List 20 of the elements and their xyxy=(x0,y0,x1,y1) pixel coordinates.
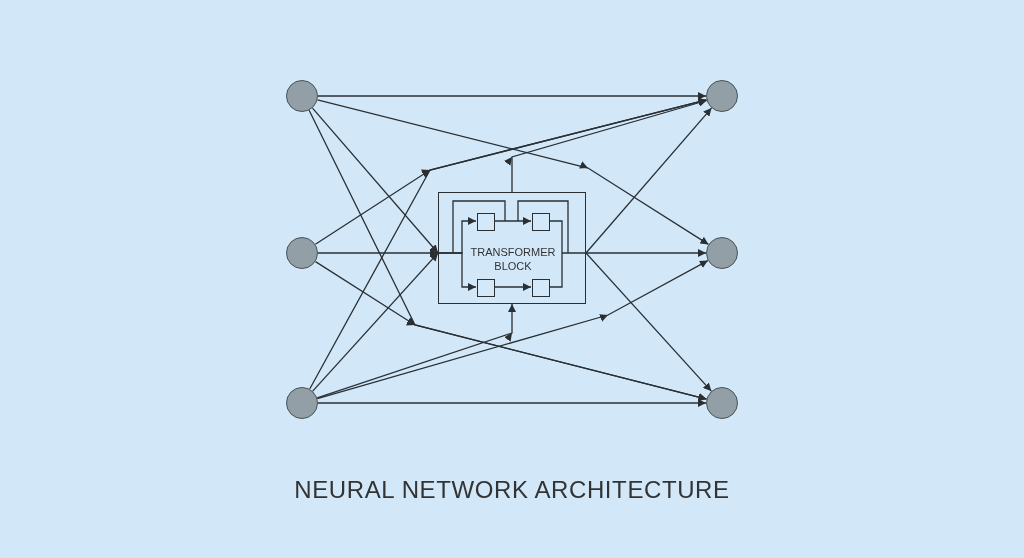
arrow xyxy=(493,217,532,225)
arrow xyxy=(437,252,477,291)
block-label: TRANSFORMER BLOCK xyxy=(469,245,557,273)
layer-box xyxy=(477,279,495,297)
layer-box xyxy=(532,213,550,231)
arrow xyxy=(585,252,712,392)
arrow xyxy=(317,399,707,407)
arrow xyxy=(585,107,713,254)
arrow xyxy=(317,249,439,257)
layer-box xyxy=(532,279,550,297)
arrow xyxy=(493,283,532,291)
arrow xyxy=(317,92,707,100)
arrow xyxy=(312,252,439,392)
arrow xyxy=(504,99,708,193)
arrow xyxy=(585,249,707,257)
layer-box xyxy=(477,213,495,231)
arrow xyxy=(316,303,516,399)
diagram-title: NEURAL NETWORK ARCHITECTURE xyxy=(293,475,731,505)
transformer-block xyxy=(438,192,586,304)
arrow xyxy=(311,107,439,254)
